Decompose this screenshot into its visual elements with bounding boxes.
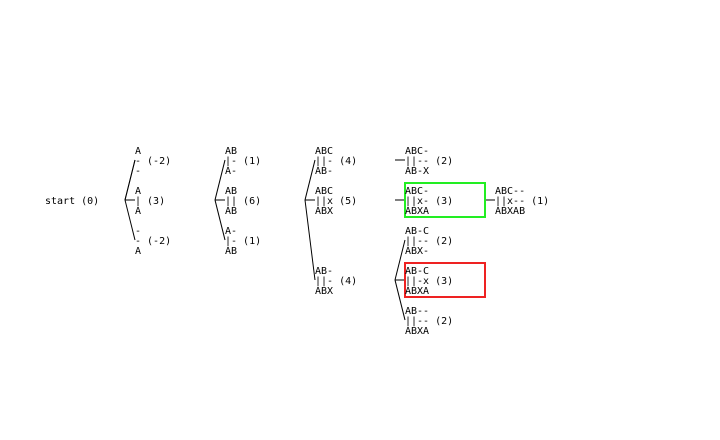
node-seq-top: AB-C	[405, 226, 429, 237]
node-seq-top: -	[135, 226, 141, 237]
node-seq-top: A	[135, 186, 141, 197]
node-alignment-score: ||-- (2)	[405, 316, 453, 327]
node-seq-bottom: ABX	[315, 286, 333, 297]
node-seq-top: ABC	[315, 146, 333, 157]
node-alignment-score: ||- (4)	[315, 156, 357, 167]
node-alignment-score: - (-2)	[135, 156, 171, 167]
node-seq-bottom: AB	[225, 246, 237, 257]
edge-a2-b1	[214, 159, 226, 201]
node-alignment-score: ||x-- (1)	[495, 196, 549, 207]
node-b1: AB|- (1)A-	[225, 146, 261, 177]
edge-start-a1	[124, 159, 136, 201]
node-seq-top: A-	[225, 226, 237, 237]
node-seq-top: AB-C	[405, 266, 429, 277]
node-a2: A| (3)A	[135, 186, 165, 217]
node-c1: ABC||- (4)AB-	[315, 146, 357, 177]
node-seq-bottom: ABXA	[405, 326, 429, 337]
node-d5: AB--||-- (2)ABXA	[405, 306, 453, 337]
node-seq-top: AB--	[405, 306, 429, 317]
edge-c3-d3	[394, 239, 406, 281]
node-a1: A- (-2)-	[135, 146, 171, 177]
node-alignment-score: | (3)	[135, 196, 165, 207]
node-seq-top: ABC-	[405, 146, 429, 157]
edge-a2-b3	[214, 199, 226, 241]
node-seq-top: ABC	[315, 186, 333, 197]
node-seq-top: ABC--	[495, 186, 525, 197]
best-path-highlight-box	[404, 182, 486, 218]
node-b3: A-|- (1)AB	[225, 226, 261, 257]
node-seq-top: AB	[225, 146, 237, 157]
node-alignment-score: ||x- (3)	[405, 196, 453, 207]
node-alignment-score: ||-- (2)	[405, 236, 453, 247]
node-alignment-score: |- (1)	[225, 236, 261, 247]
node-seq-bottom: A	[135, 206, 141, 217]
node-seq-top: AB-	[315, 266, 333, 277]
node-d4: AB-C||-x (3)ABXA	[405, 266, 453, 297]
tree-nodes: A- (-2)- A| (3)A -- (-2)A AB|- (1)A- AB|…	[135, 146, 549, 337]
edge-b2-c1	[304, 159, 316, 201]
alt-path-highlight-box	[404, 262, 486, 298]
node-alignment-score: ||-- (2)	[405, 156, 453, 167]
node-d2: ABC-||x- (3)ABXA	[405, 186, 453, 217]
start-node-label: start (0)	[45, 196, 99, 207]
node-seq-bottom: ABXA	[405, 206, 429, 217]
node-seq-top: ABC-	[405, 186, 429, 197]
node-seq-bottom: ABXA	[405, 286, 429, 297]
edge-start-a3	[124, 199, 136, 241]
node-seq-bottom: AB-X	[405, 166, 429, 177]
node-alignment-score: || (6)	[225, 196, 261, 207]
node-b2: AB|| (6)AB	[225, 186, 261, 217]
node-seq-bottom: A-	[225, 166, 237, 177]
node-seq-top: AB	[225, 186, 237, 197]
node-seq-bottom: AB-	[315, 166, 333, 177]
node-alignment-score: - (-2)	[135, 236, 171, 247]
node-seq-bottom: AB	[225, 206, 237, 217]
edge-b2-c3	[304, 199, 316, 281]
node-seq-bottom: ABX-	[405, 246, 429, 257]
node-seq-bottom: ABX	[315, 206, 333, 217]
node-alignment-score: ||- (4)	[315, 276, 357, 287]
node-seq-bottom: A	[135, 246, 141, 257]
node-c3: AB-||- (4)ABX	[315, 266, 357, 297]
node-seq-bottom: -	[135, 166, 141, 177]
tree-edges	[124, 159, 495, 321]
node-e1: ABC--||x-- (1)ABXAB	[495, 186, 549, 217]
node-seq-bottom: ABXAB	[495, 206, 525, 217]
node-seq-top: A	[135, 146, 141, 157]
node-alignment-score: |- (1)	[225, 156, 261, 167]
node-d1: ABC-||-- (2)AB-X	[405, 146, 453, 177]
edge-c3-d5	[394, 279, 406, 321]
node-alignment-score: ||-x (3)	[405, 276, 453, 287]
node-a3: -- (-2)A	[135, 226, 171, 257]
node-d3: AB-C||-- (2)ABX-	[405, 226, 453, 257]
node-alignment-score: ||x (5)	[315, 196, 357, 207]
node-c2: ABC||x (5)ABX	[315, 186, 357, 217]
